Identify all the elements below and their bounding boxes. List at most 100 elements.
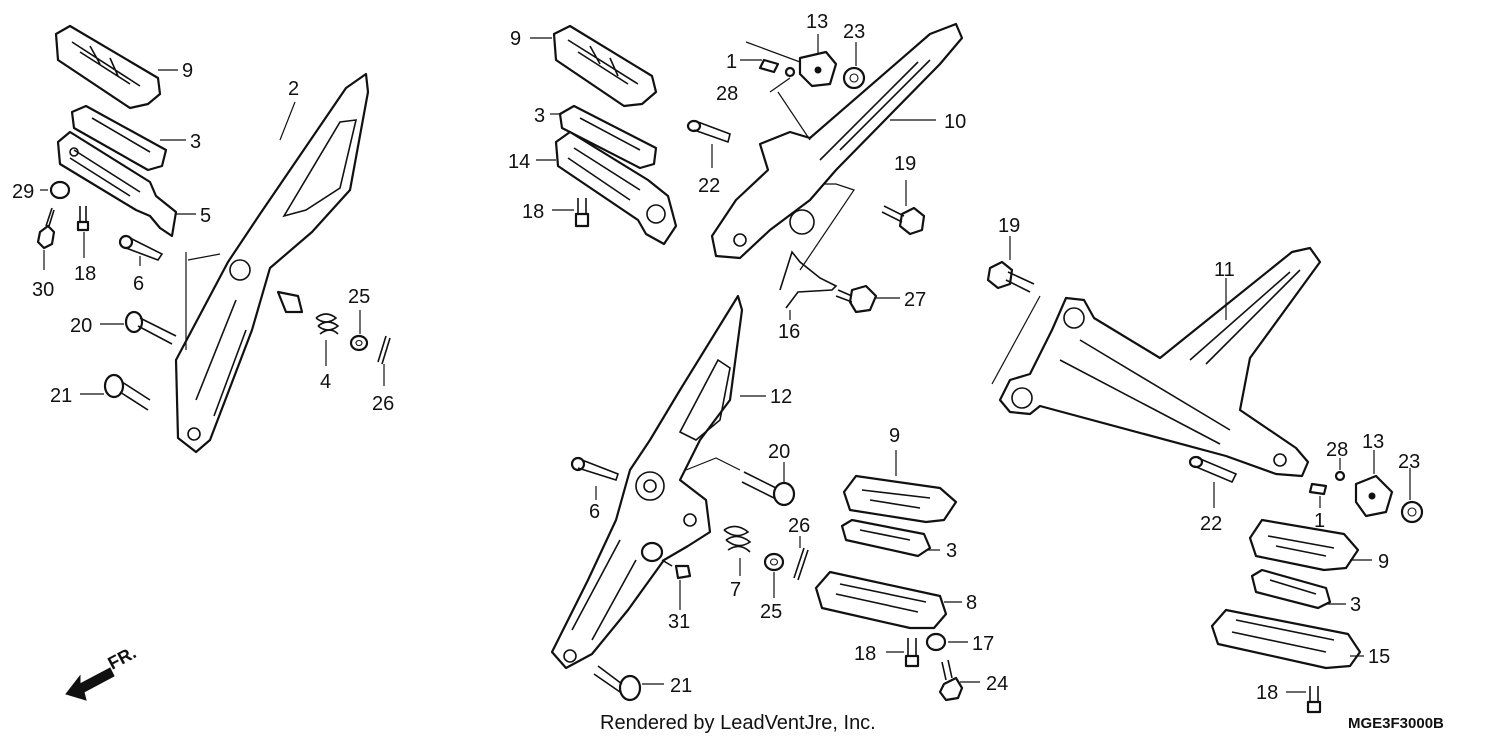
callout-22: 22 [698, 175, 720, 197]
front-direction-arrow-icon [65, 667, 115, 701]
bolt-30 [36, 207, 56, 250]
bolt-27 [835, 284, 878, 314]
pin-22-right [1188, 455, 1238, 484]
diagram-code: MGE3F3000B [1348, 715, 1444, 732]
callout-6: 6 [133, 273, 144, 295]
callout-3: 3 [534, 105, 545, 127]
callout-8: 8 [966, 592, 977, 614]
callout-21: 21 [50, 385, 72, 407]
callout-2: 2 [288, 78, 299, 100]
footpeg-15 [1210, 608, 1362, 670]
callout-25: 25 [760, 601, 782, 623]
callout-28: 28 [716, 83, 738, 105]
plate-3-mid [558, 104, 658, 170]
callout-10: 10 [944, 111, 966, 133]
callout-4: 4 [320, 371, 331, 393]
callout-24: 24 [986, 673, 1008, 695]
footpeg-rubber-9-mid [552, 24, 658, 108]
callout-11: 11 [1214, 259, 1235, 281]
collar-17 [925, 632, 947, 652]
pin-22-mid [686, 119, 731, 144]
footpeg-rubber-9-right [1248, 518, 1360, 572]
callout-3: 3 [946, 540, 957, 562]
callout-23: 23 [843, 21, 865, 43]
callout-26: 26 [372, 393, 394, 415]
callout-21: 21 [670, 675, 692, 697]
callout-26: 26 [788, 515, 810, 537]
bolt-18-left [76, 206, 90, 232]
callout-18: 18 [854, 643, 876, 665]
callout-18: 18 [522, 201, 544, 223]
callout-5: 5 [200, 205, 211, 227]
leaders-right [991, 236, 1411, 693]
callout-9: 9 [182, 60, 193, 82]
callout-16: 16 [778, 321, 800, 343]
callout-14: 14 [508, 151, 530, 173]
callout-23: 23 [1398, 451, 1420, 473]
callout-1: 1 [1314, 510, 1325, 532]
callout-1: 1 [726, 51, 737, 73]
callout-18: 18 [74, 263, 96, 285]
callout-12: 12 [770, 386, 792, 408]
callout-30: 30 [32, 279, 54, 301]
callout-27: 27 [904, 289, 926, 311]
callout-9: 9 [889, 425, 900, 447]
bolt-20-mid [741, 471, 796, 507]
cotter-pin-26-mid [793, 547, 809, 581]
footpeg-14 [554, 130, 678, 246]
callout-9: 9 [1378, 551, 1389, 573]
callout-28: 28 [1326, 439, 1348, 461]
spring-7 [723, 525, 752, 553]
spring-1-right [1308, 482, 1328, 496]
bolt-20-left [124, 310, 177, 345]
bolt-19-mid [881, 205, 926, 236]
washer-25-left [349, 334, 369, 352]
callout-3: 3 [190, 131, 201, 153]
bolt-18-mid-lower [904, 638, 920, 668]
washer-25-mid [763, 552, 785, 572]
callout-20: 20 [70, 315, 92, 337]
bracket-16 [779, 250, 838, 309]
collar-23-mid [842, 66, 866, 90]
callout-22: 22 [1200, 513, 1222, 535]
bracket-2 [174, 72, 370, 454]
callout-7: 7 [730, 579, 741, 601]
spring-1-mid [758, 58, 780, 74]
bracket-12 [550, 294, 744, 670]
collar-23-right [1400, 500, 1424, 524]
callout-20: 20 [768, 441, 790, 463]
ball-28-mid [784, 66, 796, 78]
callout-19: 19 [894, 153, 916, 175]
plate-13-right [1354, 474, 1394, 518]
callout-18: 18 [1256, 682, 1278, 704]
footpeg-8 [814, 570, 948, 630]
pin-6-left [118, 234, 164, 261]
callout-3: 3 [1350, 594, 1361, 616]
footpeg-rubber-9-left [54, 24, 162, 110]
render-credit: Rendered by LeadVentJre, Inc. [600, 712, 876, 734]
plate-13-mid [798, 50, 838, 88]
cotter-pin-26-left [377, 335, 391, 365]
callout-13: 13 [806, 11, 828, 33]
bolt-21-left [103, 373, 151, 411]
pin-6-mid [570, 456, 619, 481]
footpeg-5-left [56, 130, 178, 238]
plate-3-left [70, 104, 168, 172]
pin-31 [640, 541, 692, 580]
callout-9: 9 [510, 28, 521, 50]
bolt-19-right [986, 260, 1035, 293]
callout-17: 17 [972, 633, 994, 655]
callout-13: 13 [1362, 431, 1384, 453]
plate-3-right [1250, 568, 1332, 610]
collar-29 [49, 180, 71, 200]
callout-labels: 9 3 2 5 29 30 18 6 20 21 25 4 26 9 3 14 … [12, 11, 1420, 704]
bolt-18-mid [574, 198, 590, 228]
bracket-10 [710, 22, 964, 260]
callout-29: 29 [12, 181, 34, 203]
bracket-11 [998, 246, 1322, 478]
callout-25: 25 [348, 286, 370, 308]
callout-31: 31 [668, 611, 690, 633]
plate-3-mid-lower [840, 518, 932, 558]
callout-19: 19 [998, 215, 1020, 237]
